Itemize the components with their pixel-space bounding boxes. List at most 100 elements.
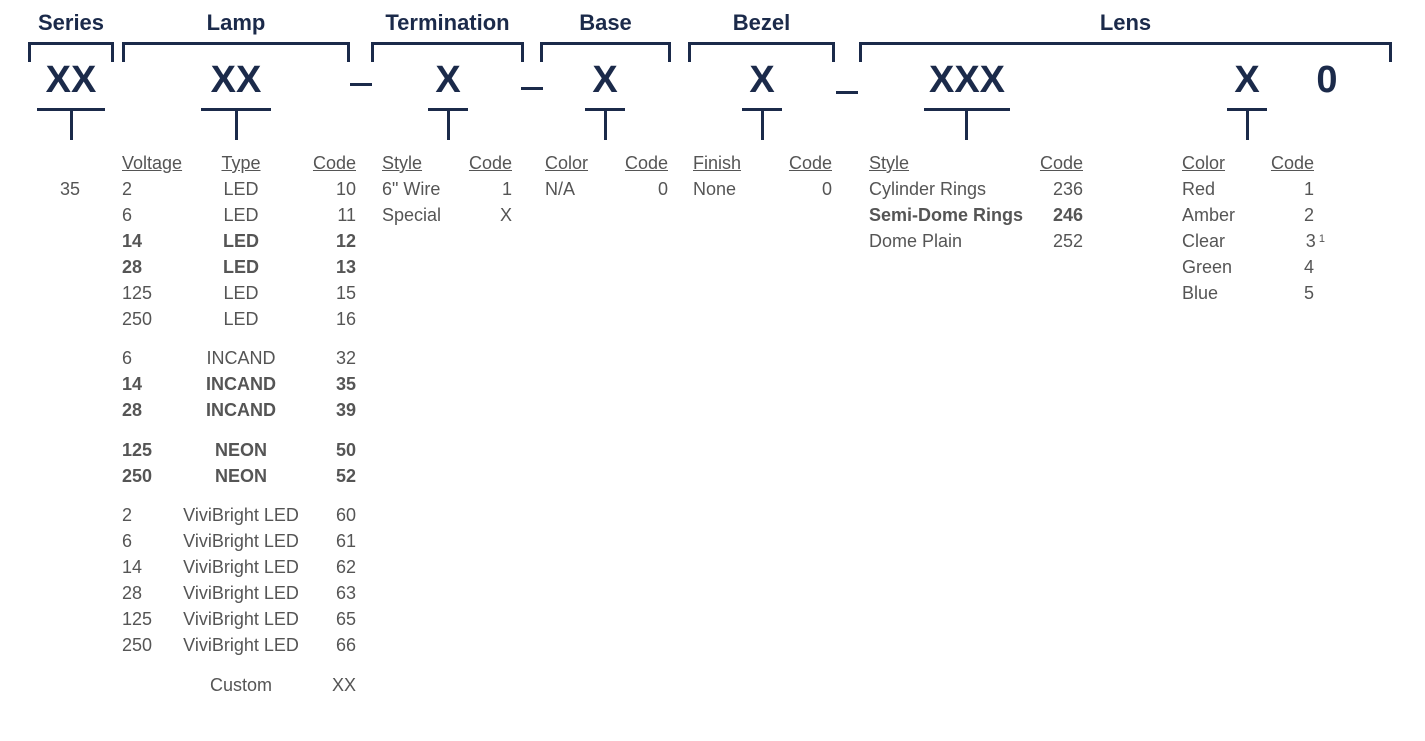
tee-termination-stem (447, 108, 450, 140)
lamp-code: 65 (335, 609, 356, 629)
lamp-voltage: 125 (122, 440, 153, 460)
lens-style-2: Dome Plain (869, 231, 963, 251)
tee-bezel-stem (761, 108, 764, 140)
tee-series-stem (70, 108, 73, 140)
tee-lens-color-stem (1246, 108, 1249, 140)
lamp-type: ViviBright LED (183, 583, 299, 603)
lamp-code: 62 (335, 557, 356, 577)
lamp-type: LED (223, 231, 259, 251)
lamp-voltage: 6 (122, 348, 133, 368)
bezel-col-code: Code (788, 153, 832, 173)
lamp-type: INCAND (206, 374, 276, 394)
lens-style-0: Cylinder Rings (869, 179, 987, 199)
lamp-type: NEON (214, 440, 267, 460)
lamp-type: LED (223, 257, 259, 277)
termination-style-1: Special (382, 205, 442, 225)
lamp-voltage: 6 (122, 205, 133, 225)
lamp-code: 66 (335, 635, 356, 655)
lens-color-code: 3 1 (1254, 230, 1325, 252)
lamp-code: 16 (335, 309, 356, 329)
lamp-type: LED (223, 205, 259, 225)
code-series: XX (45, 59, 97, 101)
lamp-code: 52 (335, 466, 356, 486)
lamp-type: ViviBright LED (183, 557, 299, 577)
header-lens: Lens (1099, 10, 1152, 35)
lens-style-code-0: 236 (1052, 179, 1083, 199)
lamp-voltage: 28 (122, 583, 143, 603)
lamp-voltage: 6 (122, 531, 133, 551)
base-col-color: Color (545, 153, 589, 173)
lens-color-code: 4 (1303, 257, 1314, 277)
lens-color-code: 1 (1303, 179, 1314, 199)
lamp-voltage: 2 (122, 505, 133, 525)
lamp-code: 32 (335, 348, 356, 368)
bracket-base (540, 42, 671, 62)
bracket-lens (859, 42, 1392, 62)
termination-style-0: 6" Wire (382, 179, 441, 199)
lamp-voltage: 250 (122, 635, 153, 655)
lamp-code: 10 (335, 179, 356, 199)
base-color-0: N/A (545, 179, 576, 199)
lamp-col-code: Code (312, 153, 356, 173)
tee-base-stem (604, 108, 607, 140)
lamp-code: 60 (335, 505, 356, 525)
lamp-voltage: 125 (122, 283, 153, 303)
lens-style-1: Semi-Dome Rings (869, 205, 1024, 225)
lamp-voltage: 14 (122, 231, 143, 251)
dash-1 (350, 83, 372, 86)
lamp-type: ViviBright LED (183, 635, 299, 655)
lamp-voltage: 28 (122, 400, 143, 420)
termination-col-style: Style (382, 153, 423, 173)
lamp-code: 63 (335, 583, 356, 603)
lens-style-code-1: 246 (1052, 205, 1083, 225)
lamp-code: 39 (335, 400, 356, 420)
lamp-code: XX (331, 675, 356, 695)
lamp-code: 12 (335, 231, 356, 251)
bracket-lamp (122, 42, 350, 62)
termination-code-1: X (499, 205, 512, 225)
code-lens-color: X (1234, 59, 1260, 101)
bracket-bezel (688, 42, 835, 62)
code-lens-suffix: 0 (1316, 59, 1338, 101)
tee-lens-style-stem (965, 108, 968, 140)
bezel-col-finish: Finish (693, 153, 742, 173)
dash-2 (521, 87, 543, 90)
code-lamp: XX (210, 59, 262, 101)
lamp-voltage: 250 (122, 309, 153, 329)
header-bezel: Bezel (732, 10, 791, 35)
lens-color-name: Red (1182, 179, 1216, 199)
header-series: Series (37, 10, 105, 35)
dash-3 (836, 91, 858, 94)
bracket-termination (371, 42, 524, 62)
lamp-voltage: 28 (122, 257, 143, 277)
lamp-code: 35 (335, 374, 356, 394)
series-value: 35 (59, 179, 81, 199)
termination-col-code: Code (468, 153, 512, 173)
lamp-voltage: 250 (122, 466, 153, 486)
lamp-type: INCAND (206, 348, 276, 368)
lens-style-col-code: Code (1039, 153, 1083, 173)
lens-color-name: Green (1182, 257, 1233, 277)
header-termination: Termination (385, 10, 510, 35)
lens-color-code: 2 (1303, 205, 1314, 225)
lens-style-col-style: Style (869, 153, 910, 173)
tee-lamp-stem (235, 108, 238, 140)
code-bezel: X (749, 59, 775, 101)
lens-color-col-code: Code (1270, 153, 1314, 173)
lamp-code: 50 (335, 440, 356, 460)
lamp-type: LED (223, 283, 259, 303)
lens-style-code-2: 252 (1052, 231, 1083, 251)
base-col-code: Code (624, 153, 668, 173)
lamp-code: 11 (337, 205, 356, 225)
lens-color-code: 5 (1303, 283, 1314, 303)
code-lens-style: XXX (928, 59, 1006, 101)
lamp-voltage: 14 (122, 557, 143, 577)
lamp-type: LED (223, 179, 259, 199)
lamp-type: ViviBright LED (183, 609, 299, 629)
lens-color-name: Blue (1182, 283, 1219, 303)
lamp-type: LED (223, 309, 259, 329)
lamp-code: 61 (335, 531, 356, 551)
footnote-marker: 1 (1315, 233, 1325, 245)
lamp-code: 15 (335, 283, 356, 303)
bracket-series (28, 42, 114, 62)
